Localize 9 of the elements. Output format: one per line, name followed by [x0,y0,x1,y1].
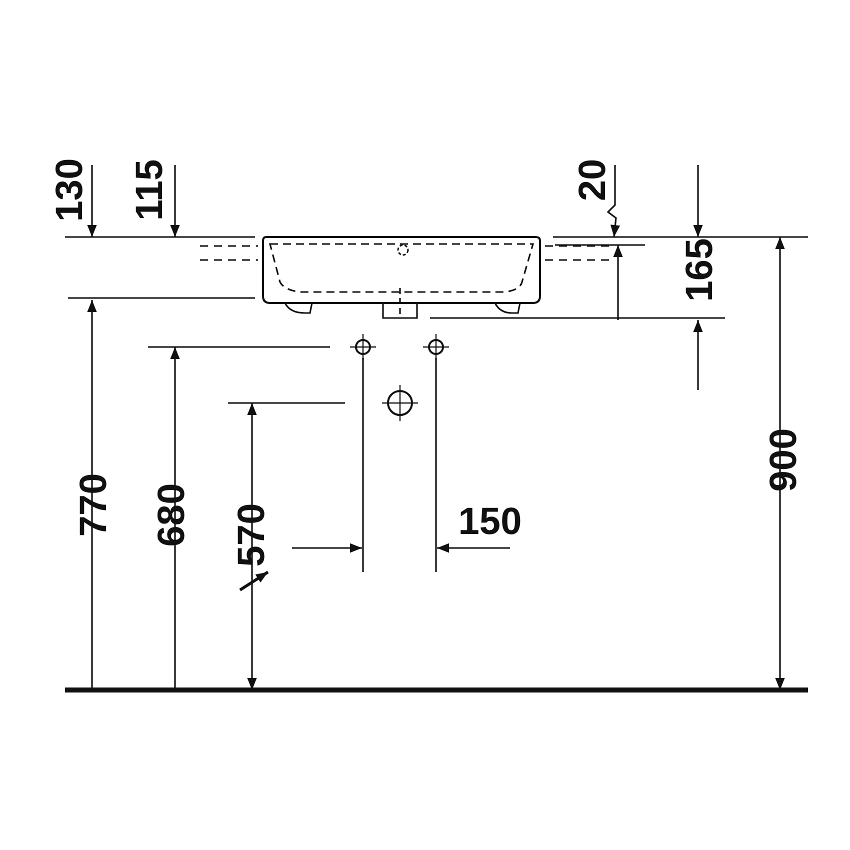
dimension-label: 130 [51,158,89,222]
dimension-label: 20 [574,158,612,202]
dimension-label: 900 [765,428,803,492]
dimension-label: 770 [75,473,113,537]
dimension-label: 570 [233,503,271,567]
dimension-label: 150 [458,503,522,541]
dimension-label: 115 [131,159,169,221]
dimension-label: 680 [153,483,191,547]
dimension-label: 165 [681,238,719,302]
